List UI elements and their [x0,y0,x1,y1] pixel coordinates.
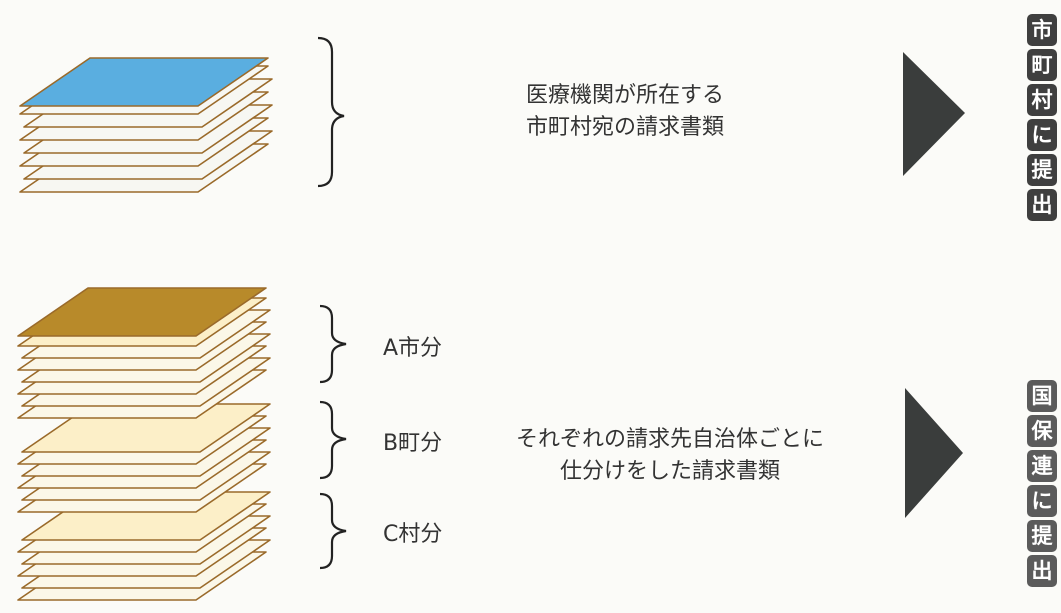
top-cover-sheet [19,57,269,107]
top-brace [317,36,345,188]
bottom-destination-char: に [1027,485,1057,517]
top-destination-char: 出 [1027,189,1057,221]
top-destination-char: に [1027,119,1057,151]
top-document-stack [19,57,273,193]
bottom-destination-char: 保 [1027,415,1057,447]
top-description: 医療機関が所在する 市町村宛の請求書類 [470,80,780,144]
brace-group-b [319,400,347,480]
top-destination: 市 町 村 に 提 出 [1027,14,1057,221]
bottom-destination-char: 提 [1027,520,1057,552]
bottom-document-stack [17,287,271,601]
bottom-destination-char: 国 [1027,380,1057,412]
bottom-destination: 国 保 連 に 提 出 [1027,380,1057,587]
bottom-arrow-icon [905,388,963,518]
top-description-line-1: 医療機関が所在する [525,83,724,108]
bottom-description-line-2: 仕分けをした請求書類 [559,459,780,484]
top-arrow-icon [903,52,965,176]
top-destination-char: 村 [1027,84,1057,116]
top-destination-char: 市 [1027,14,1057,46]
brace-group-c [319,492,347,570]
top-destination-char: 町 [1027,49,1057,81]
brace-group-a [319,304,347,384]
top-destination-char: 提 [1027,154,1057,186]
top-description-line-2: 市町村宛の請求書類 [525,115,724,140]
group-c-label: C村分 [383,522,443,547]
bottom-cover-sheet [17,287,267,337]
bottom-destination-char: 出 [1027,555,1057,587]
bottom-description-line-1: それぞれの請求先自治体ごとに [515,427,824,452]
bottom-destination-char: 連 [1027,450,1057,482]
group-a-label: A市分 [383,336,443,361]
bottom-description: それぞれの請求先自治体ごとに 仕分けをした請求書類 [490,424,850,488]
group-b-label: B町分 [383,431,443,456]
